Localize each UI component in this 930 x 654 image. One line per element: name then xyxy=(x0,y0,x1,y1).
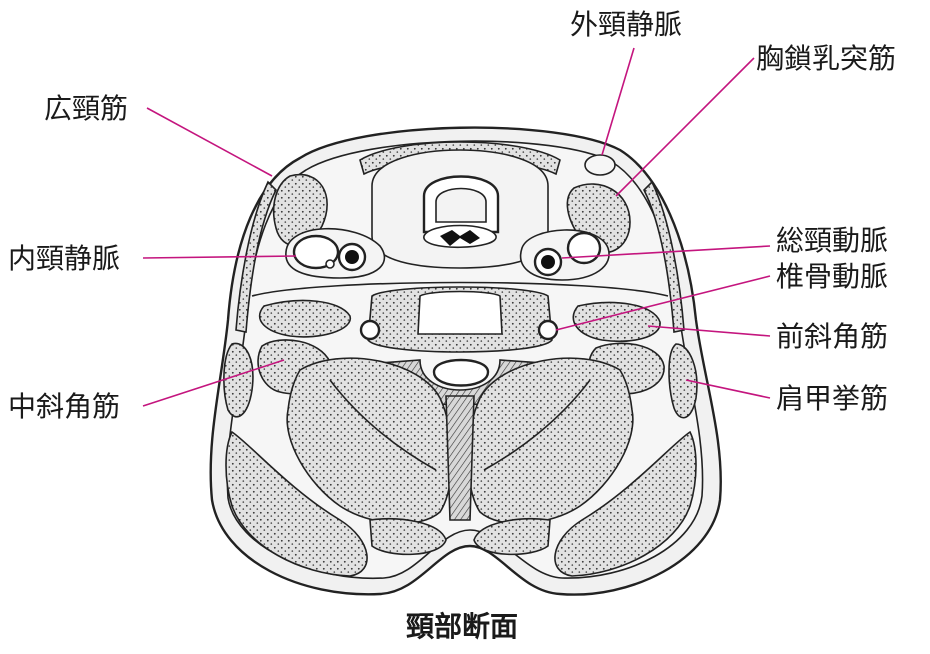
diagram-caption: 頸部断面 xyxy=(406,610,518,643)
platysma-strip-left xyxy=(235,180,277,333)
leader-vertebral-artery xyxy=(555,275,771,331)
prevertebral-fascia xyxy=(251,281,669,297)
leader-lines xyxy=(142,47,771,407)
label-levator-scapulae: 肩甲挙筋 xyxy=(776,382,888,415)
label-internal-jugular-vein: 内頸静脈 xyxy=(8,242,120,275)
external-jugular-vein-shape xyxy=(584,154,616,176)
leader-sternocleidomastoid xyxy=(615,57,755,197)
leader-levator-scapulae xyxy=(685,379,771,399)
levator-scapulae-left xyxy=(223,342,254,418)
vertebral-artery-shape xyxy=(537,319,559,341)
trapezius-right xyxy=(554,430,697,577)
esophagus-lumen xyxy=(440,230,480,246)
leader-middle-scalene xyxy=(142,359,285,407)
internal-jugular-vein-shape xyxy=(292,234,340,270)
carotid-lumen-left xyxy=(345,250,359,264)
splenius-right xyxy=(473,518,551,556)
leader-anterior-scalene xyxy=(647,325,771,337)
label-middle-scalene: 中斜角筋 xyxy=(8,390,120,423)
label-common-carotid-artery: 総頸動脈 xyxy=(776,224,888,257)
leader-external-jugular-vein xyxy=(601,47,635,156)
leader-platysma xyxy=(146,107,273,177)
label-vertebral-artery: 椎骨動脈 xyxy=(776,260,888,293)
deep-back-muscle-left xyxy=(286,357,453,525)
leader-internal-jugular-vein xyxy=(142,255,297,259)
levator-scapulae-shape xyxy=(668,343,698,419)
vagus-nerve-left xyxy=(325,259,335,269)
trapezius-left xyxy=(225,430,368,577)
spinal-cord xyxy=(432,358,490,387)
muscle-septum-left xyxy=(329,379,437,471)
anterior-scalene-left xyxy=(258,299,351,338)
muscle-septum-right xyxy=(483,379,591,471)
label-sternocleidomastoid: 胸鎖乳突筋 xyxy=(756,42,896,75)
label-external-jugular-vein: 外頸静脈 xyxy=(570,8,682,41)
leader-common-carotid-artery xyxy=(561,245,771,259)
splenius-left xyxy=(369,518,447,556)
vertebral-body-core xyxy=(417,290,503,335)
nuchal-ligament xyxy=(445,395,475,521)
vertebral-artery-left xyxy=(359,319,381,341)
anterior-scalene-shape xyxy=(572,301,661,342)
deep-back-muscle-right xyxy=(467,357,634,525)
label-platysma: 広頸筋 xyxy=(44,92,128,125)
larynx-lumen xyxy=(435,187,487,223)
internal-jugular-vein-right-shape xyxy=(566,231,602,265)
platysma-strip-right xyxy=(643,180,685,333)
carotid-lumen-right xyxy=(541,255,555,269)
label-anterior-scalene: 前斜角筋 xyxy=(776,320,888,353)
